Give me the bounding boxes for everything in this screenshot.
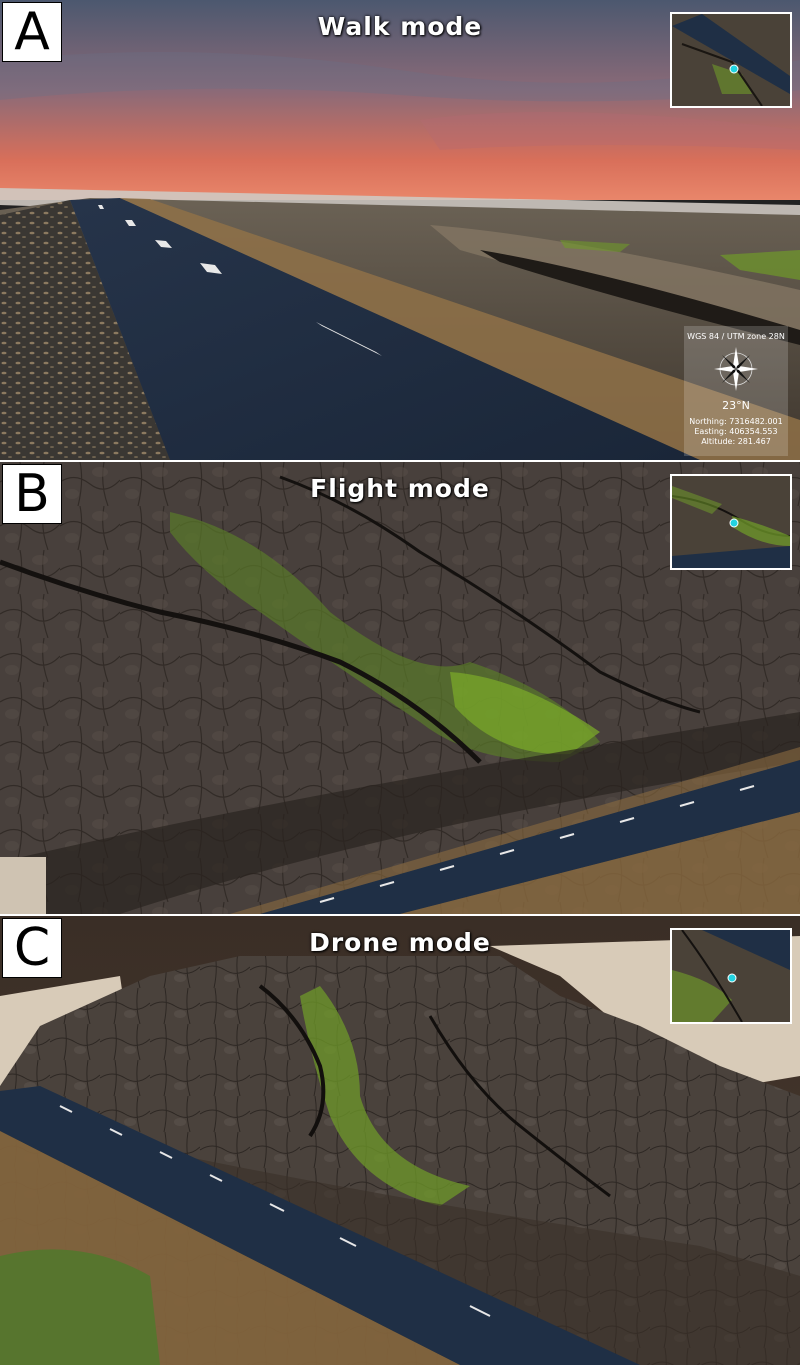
altitude-value: Altitude: 281.467 <box>701 437 771 446</box>
coordinate-readout: Northing: 7316482.001 Easting: 406354.55… <box>684 417 788 447</box>
walk-mode-panel[interactable]: A Walk mode WGS 84 / UTM zone 28N 23°N N… <box>0 0 800 460</box>
minimap[interactable] <box>670 12 792 108</box>
mode-title: Walk mode <box>317 12 483 41</box>
flight-mode-panel[interactable]: B Flight mode <box>0 462 800 914</box>
drone-mode-panel[interactable]: C Drone mode <box>0 916 800 1365</box>
minimap[interactable] <box>670 928 792 1024</box>
crs-label: WGS 84 / UTM zone 28N <box>687 332 785 341</box>
easting-value: Easting: 406354.553 <box>694 427 778 436</box>
flight-mode-scene[interactable] <box>0 462 800 914</box>
panel-letter: C <box>2 918 62 978</box>
minimap-view <box>672 14 790 106</box>
compass-rose-icon <box>714 347 758 391</box>
minimap-view <box>672 476 790 568</box>
mode-title: Drone mode <box>309 928 491 957</box>
position-marker-icon <box>729 518 739 528</box>
mode-title: Flight mode <box>310 474 490 503</box>
minimap[interactable] <box>670 474 792 570</box>
coordinate-hud: WGS 84 / UTM zone 28N 23°N Northing: 731… <box>684 326 788 456</box>
walk-mode-scene[interactable] <box>0 0 800 460</box>
minimap-view <box>672 930 790 1022</box>
panel-letter: B <box>2 464 62 524</box>
position-marker-icon <box>729 64 739 74</box>
position-marker-icon <box>727 973 737 983</box>
northing-value: Northing: 7316482.001 <box>689 417 783 426</box>
latitude-label: 23°N <box>722 399 750 412</box>
drone-mode-scene[interactable] <box>0 916 800 1365</box>
panel-letter: A <box>2 2 62 62</box>
